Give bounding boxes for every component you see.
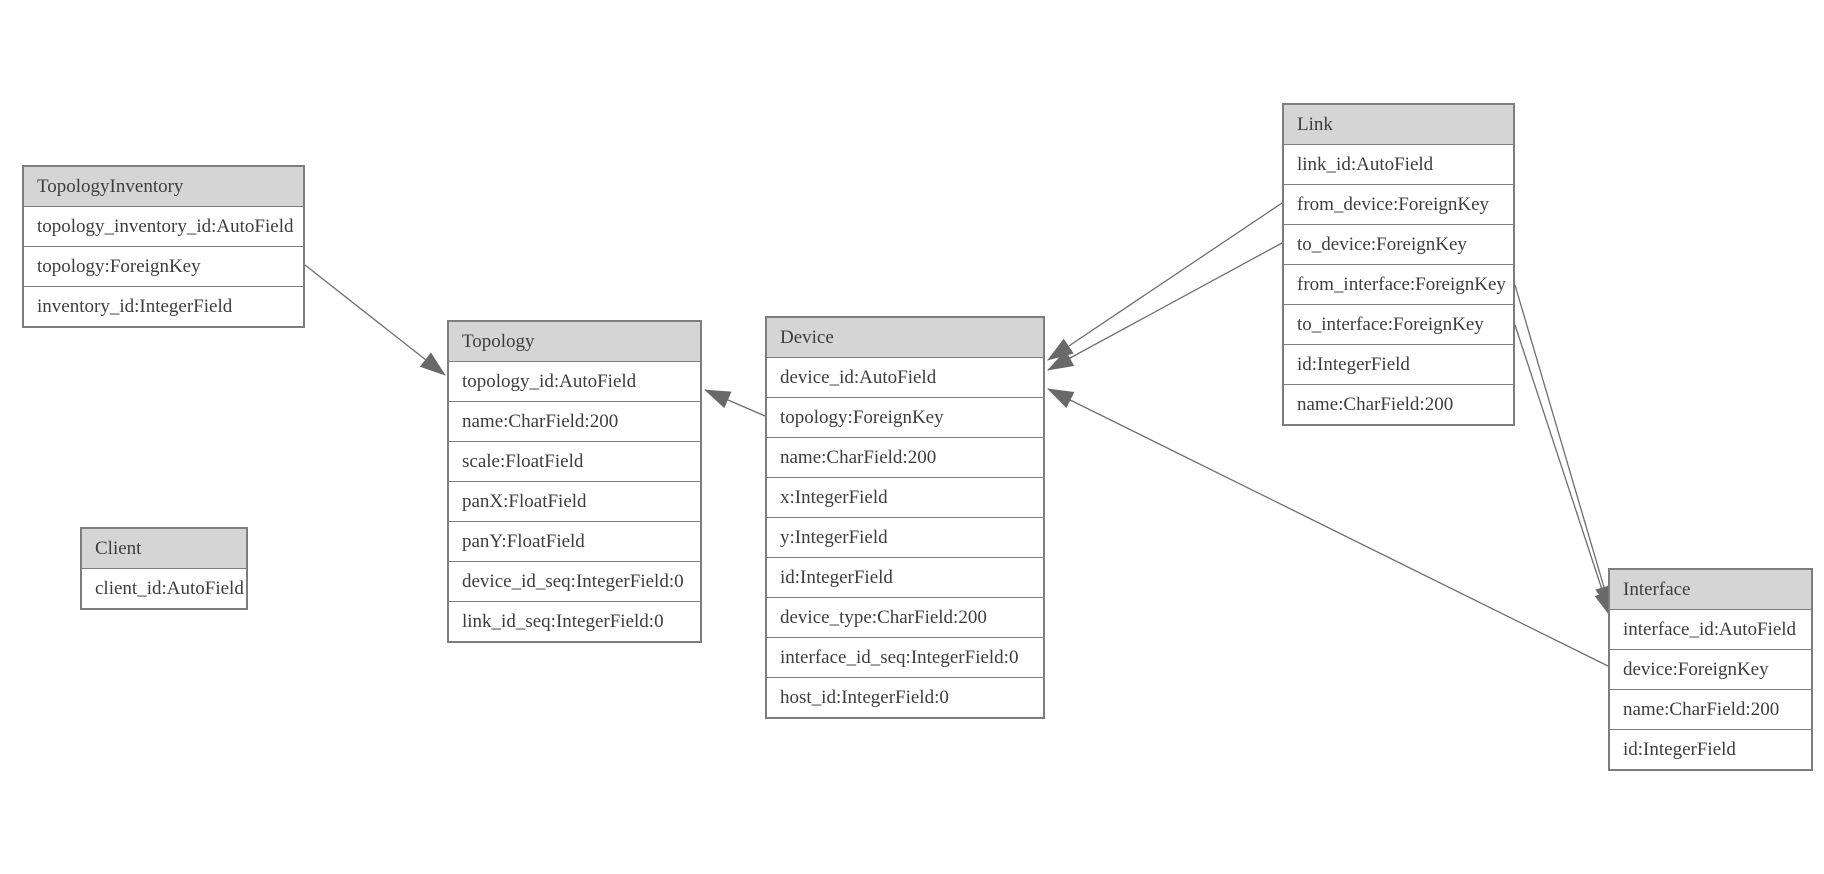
- field-row: device_type:CharField:200: [767, 598, 1043, 638]
- field-row: topology:ForeignKey: [767, 398, 1043, 438]
- entity-interface: Interface interface_id:AutoField device:…: [1608, 568, 1813, 771]
- field-row: link_id_seq:IntegerField:0: [449, 602, 700, 641]
- entity-link: Link link_id:AutoField from_device:Forei…: [1282, 103, 1515, 426]
- entity-title: TopologyInventory: [24, 167, 303, 207]
- entity-topologyinventory: TopologyInventory topology_inventory_id:…: [22, 165, 305, 328]
- edge-topologyinventory-topology: [304, 264, 446, 376]
- field-row: scale:FloatField: [449, 442, 700, 482]
- field-row: name:CharField:200: [767, 438, 1043, 478]
- field-row: topology_inventory_id:AutoField: [24, 207, 303, 247]
- edge-link-frominterface-interface: [1514, 284, 1613, 612]
- edge-interface-device: [1047, 388, 1609, 667]
- field-row: panY:FloatField: [449, 522, 700, 562]
- field-row: from_device:ForeignKey: [1284, 185, 1513, 225]
- field-row: name:CharField:200: [1610, 690, 1811, 730]
- field-row: id:IntegerField: [1284, 345, 1513, 385]
- field-row: name:CharField:200: [449, 402, 700, 442]
- field-row: inventory_id:IntegerField: [24, 287, 303, 326]
- field-row: panX:FloatField: [449, 482, 700, 522]
- field-row: topology_id:AutoField: [449, 362, 700, 402]
- entity-title: Client: [82, 529, 246, 569]
- field-row: y:IntegerField: [767, 518, 1043, 558]
- field-row: client_id:AutoField: [82, 569, 246, 608]
- field-row: topology:ForeignKey: [24, 247, 303, 287]
- field-row: interface_id_seq:IntegerField:0: [767, 638, 1043, 678]
- field-row: to_device:ForeignKey: [1284, 225, 1513, 265]
- edge-link-tointerface-interface: [1514, 324, 1612, 618]
- field-row: id:IntegerField: [767, 558, 1043, 598]
- entity-client: Client client_id:AutoField: [80, 527, 248, 610]
- field-row: name:CharField:200: [1284, 385, 1513, 424]
- field-row: host_id:IntegerField:0: [767, 678, 1043, 717]
- entity-title: Interface: [1610, 570, 1811, 610]
- field-row: device_id:AutoField: [767, 358, 1043, 398]
- edge-link-fromdevice-device: [1047, 202, 1283, 361]
- entity-topology: Topology topology_id:AutoField name:Char…: [447, 320, 702, 643]
- field-row: device_id_seq:IntegerField:0: [449, 562, 700, 602]
- edge-device-topology: [704, 389, 766, 417]
- field-row: from_interface:ForeignKey: [1284, 265, 1513, 305]
- field-row: interface_id:AutoField: [1610, 610, 1811, 650]
- entity-title: Topology: [449, 322, 700, 362]
- entity-device: Device device_id:AutoField topology:Fore…: [765, 316, 1045, 719]
- field-row: to_interface:ForeignKey: [1284, 305, 1513, 345]
- field-row: link_id:AutoField: [1284, 145, 1513, 185]
- field-row: x:IntegerField: [767, 478, 1043, 518]
- field-row: device:ForeignKey: [1610, 650, 1811, 690]
- entity-title: Device: [767, 318, 1043, 358]
- edge-link-todevice-device: [1047, 242, 1283, 371]
- field-row: id:IntegerField: [1610, 730, 1811, 769]
- entity-title: Link: [1284, 105, 1513, 145]
